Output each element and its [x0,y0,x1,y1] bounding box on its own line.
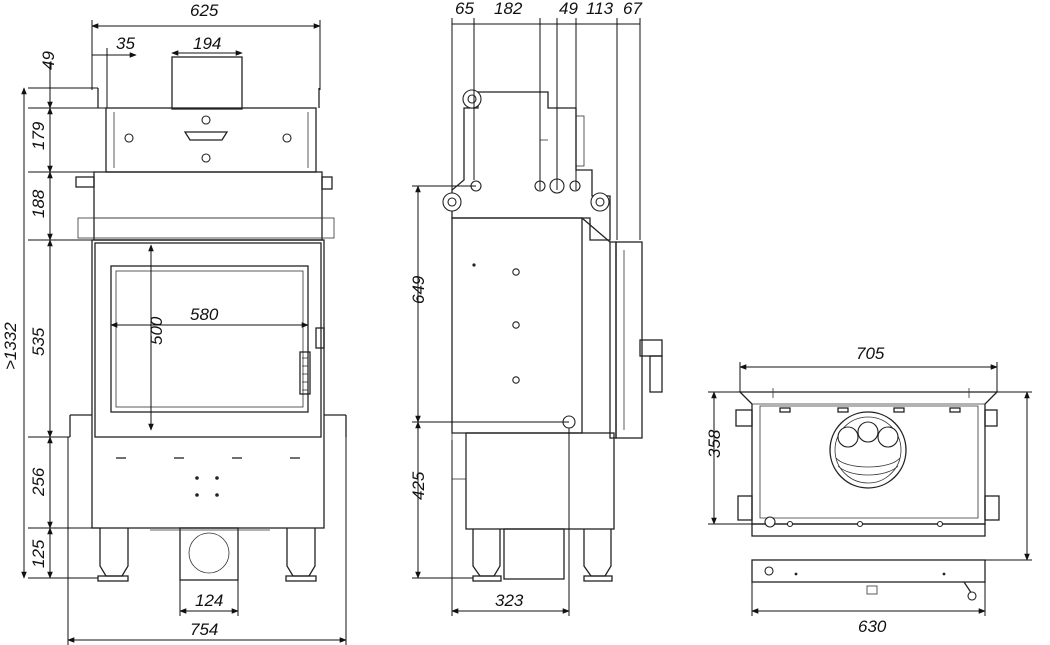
door-handle [299,351,311,395]
door-frame [94,242,322,438]
side-handle [639,339,663,357]
top-flue-hole-right [877,426,899,448]
side-h-upper-label: 649 [409,275,428,304]
front-top-width-label: 625 [190,1,219,20]
top-flue-ring [829,411,907,489]
side-depth-label: 323 [495,591,524,610]
upper-frame [93,171,323,241]
flue-outlet-bottom [179,527,239,581]
front-leg-left [99,528,129,577]
front-glass-width-label: 580 [190,305,219,324]
front-h-door-label: 535 [29,327,48,356]
hood-bolt-bottom [201,153,211,163]
hood-bolt-top [201,115,211,125]
side-d5-label: 67 [623,0,642,18]
main-body [91,239,325,529]
top-depth-total-label: 458 [1048,447,1050,476]
front-view: 625 35 194 49 179 188 535 256 125 >1332 … [1,1,347,645]
top-width-top-label: 705 [856,344,885,363]
top-bottom-plate [751,559,986,583]
side-leg-front [472,529,501,577]
front-h-frame-label: 188 [29,189,48,218]
side-port-4 [569,180,581,192]
front-left-offset-label: 35 [116,34,135,53]
hood-bolt-left [124,133,134,143]
front-glass-height-label: 500 [147,316,166,345]
side-view: 65 182 49 113 67 649 425 323 [409,0,663,616]
top-view: 705 358 458 630 [705,344,1050,636]
front-flue-width-label: 194 [193,34,221,53]
side-d4-label: 113 [586,0,614,18]
front-h-box-label: 179 [29,121,48,150]
flue-outlet-top [171,56,243,110]
front-flue-bottom-label: 124 [195,591,223,610]
front-total-width-label: 754 [190,620,218,639]
front-h-base-label: 256 [29,467,48,497]
front-h-legs-label: 125 [29,539,48,568]
top-depth-inner-label: 358 [705,429,724,458]
front-h-total-label: >1332 [1,322,20,370]
top-width-bottom-label: 630 [858,617,887,636]
side-d2-label: 182 [494,0,523,18]
front-leg-right [286,528,316,577]
side-lower-body [465,432,615,530]
side-flue-bottom [503,528,565,580]
top-flue-hole-left [837,426,859,448]
side-leg-back [583,529,612,577]
side-d3-label: 49 [559,0,578,18]
top-flue-hole-center [857,421,879,443]
side-d1-label: 65 [455,0,474,18]
hood-bolt-right [282,133,292,143]
side-h-lower-label: 425 [409,471,428,500]
front-h-top-label: 49 [39,51,58,70]
door-glass [110,265,309,413]
